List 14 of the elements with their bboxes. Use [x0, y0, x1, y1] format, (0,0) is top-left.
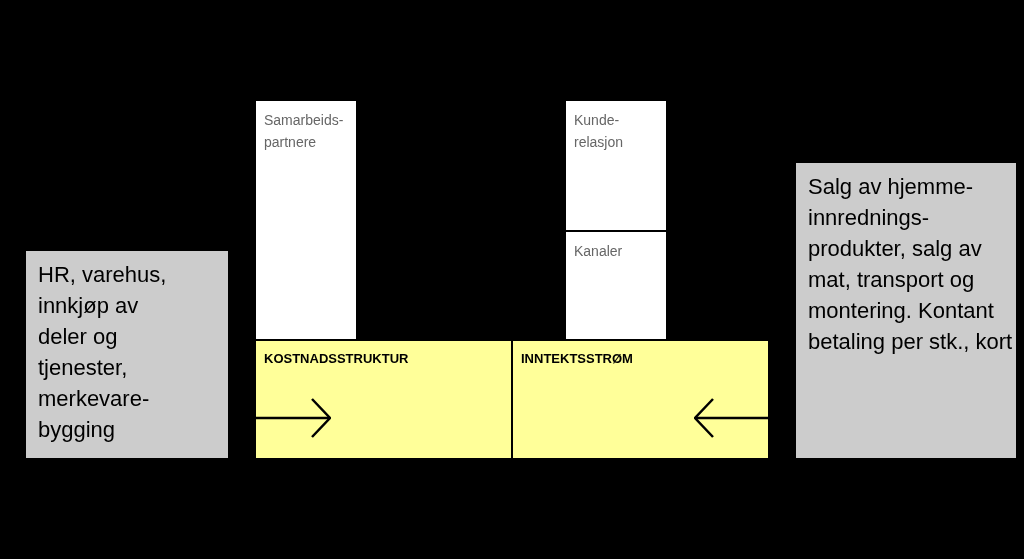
canvas-cell: [565, 100, 667, 231]
node-text: Salg av hjemme- innrednings- produkter, salg av mat, transport og montering. Kontant betaling per stk., kort: [808, 173, 1014, 356]
canvas-cell: [565, 231, 667, 340]
node-text: HR, varehus, innkjøp av deler og tjenester, merkevare- bygging: [38, 261, 168, 444]
canvas-cell: [255, 340, 512, 459]
node-text: Kanaler: [574, 242, 624, 261]
canvas-cell: [255, 100, 357, 340]
node-text: KOSTNADSSTRUKTUR: [264, 350, 410, 368]
note-box: [26, 251, 228, 458]
canvas-cell: [512, 340, 769, 459]
node-text: Kunde- relasjon: [574, 111, 625, 152]
note-box: [796, 163, 1016, 458]
node-text: Samarbeids- partnere: [264, 111, 345, 152]
node-text: INNTEKTSSTRØM: [521, 350, 634, 368]
